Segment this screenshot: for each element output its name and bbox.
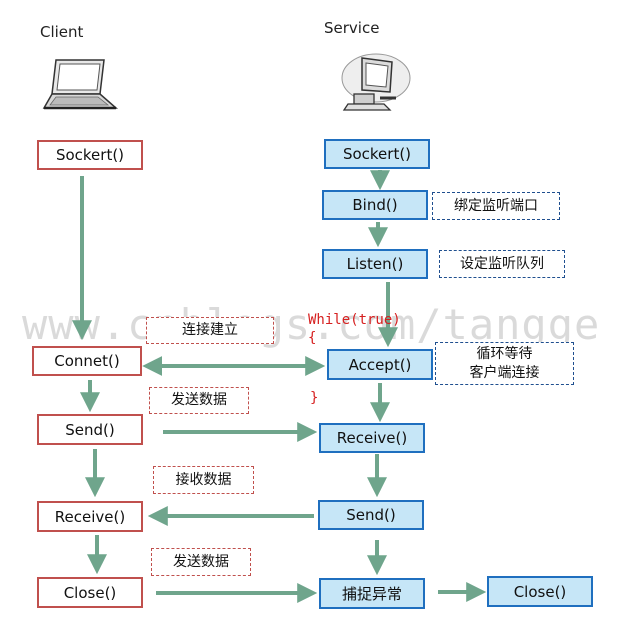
note-accept-line2: 客户端连接 bbox=[469, 364, 540, 381]
note-send-1: 发送数据 bbox=[149, 387, 249, 414]
service-receive-box: Receive() bbox=[319, 423, 425, 453]
note-receive: 接收数据 bbox=[153, 466, 254, 494]
client-close-box: Close() bbox=[37, 577, 143, 608]
note-connect: 连接建立 bbox=[146, 317, 274, 344]
service-exception-box: 捕捉异常 bbox=[319, 578, 425, 609]
client-send-box: Send() bbox=[37, 414, 143, 445]
service-label: Service bbox=[324, 19, 380, 37]
service-bind-box: Bind() bbox=[322, 190, 428, 220]
note-listen: 设定监听队列 bbox=[439, 250, 565, 278]
service-accept-box: Accept() bbox=[327, 349, 433, 380]
service-send-box: Send() bbox=[318, 500, 424, 530]
note-accept-line1: 循环等待 bbox=[476, 345, 533, 362]
note-accept: 循环等待 客户端连接 bbox=[435, 342, 574, 385]
note-bind: 绑定监听端口 bbox=[432, 192, 560, 220]
service-sockert-box: Sockert() bbox=[324, 139, 430, 169]
while-loop-label: While(true) bbox=[308, 312, 401, 328]
client-sockert-box: Sockert() bbox=[37, 140, 143, 170]
note-send-2: 发送数据 bbox=[151, 548, 251, 576]
desktop-computer-icon bbox=[341, 53, 411, 111]
client-connet-box: Connet() bbox=[32, 346, 142, 376]
client-receive-box: Receive() bbox=[37, 501, 143, 532]
laptop-icon bbox=[42, 59, 118, 110]
service-listen-box: Listen() bbox=[322, 249, 428, 279]
open-brace: { bbox=[308, 330, 317, 346]
close-brace: } bbox=[310, 390, 319, 406]
service-close-box: Close() bbox=[487, 576, 593, 607]
client-label: Client bbox=[40, 23, 84, 41]
